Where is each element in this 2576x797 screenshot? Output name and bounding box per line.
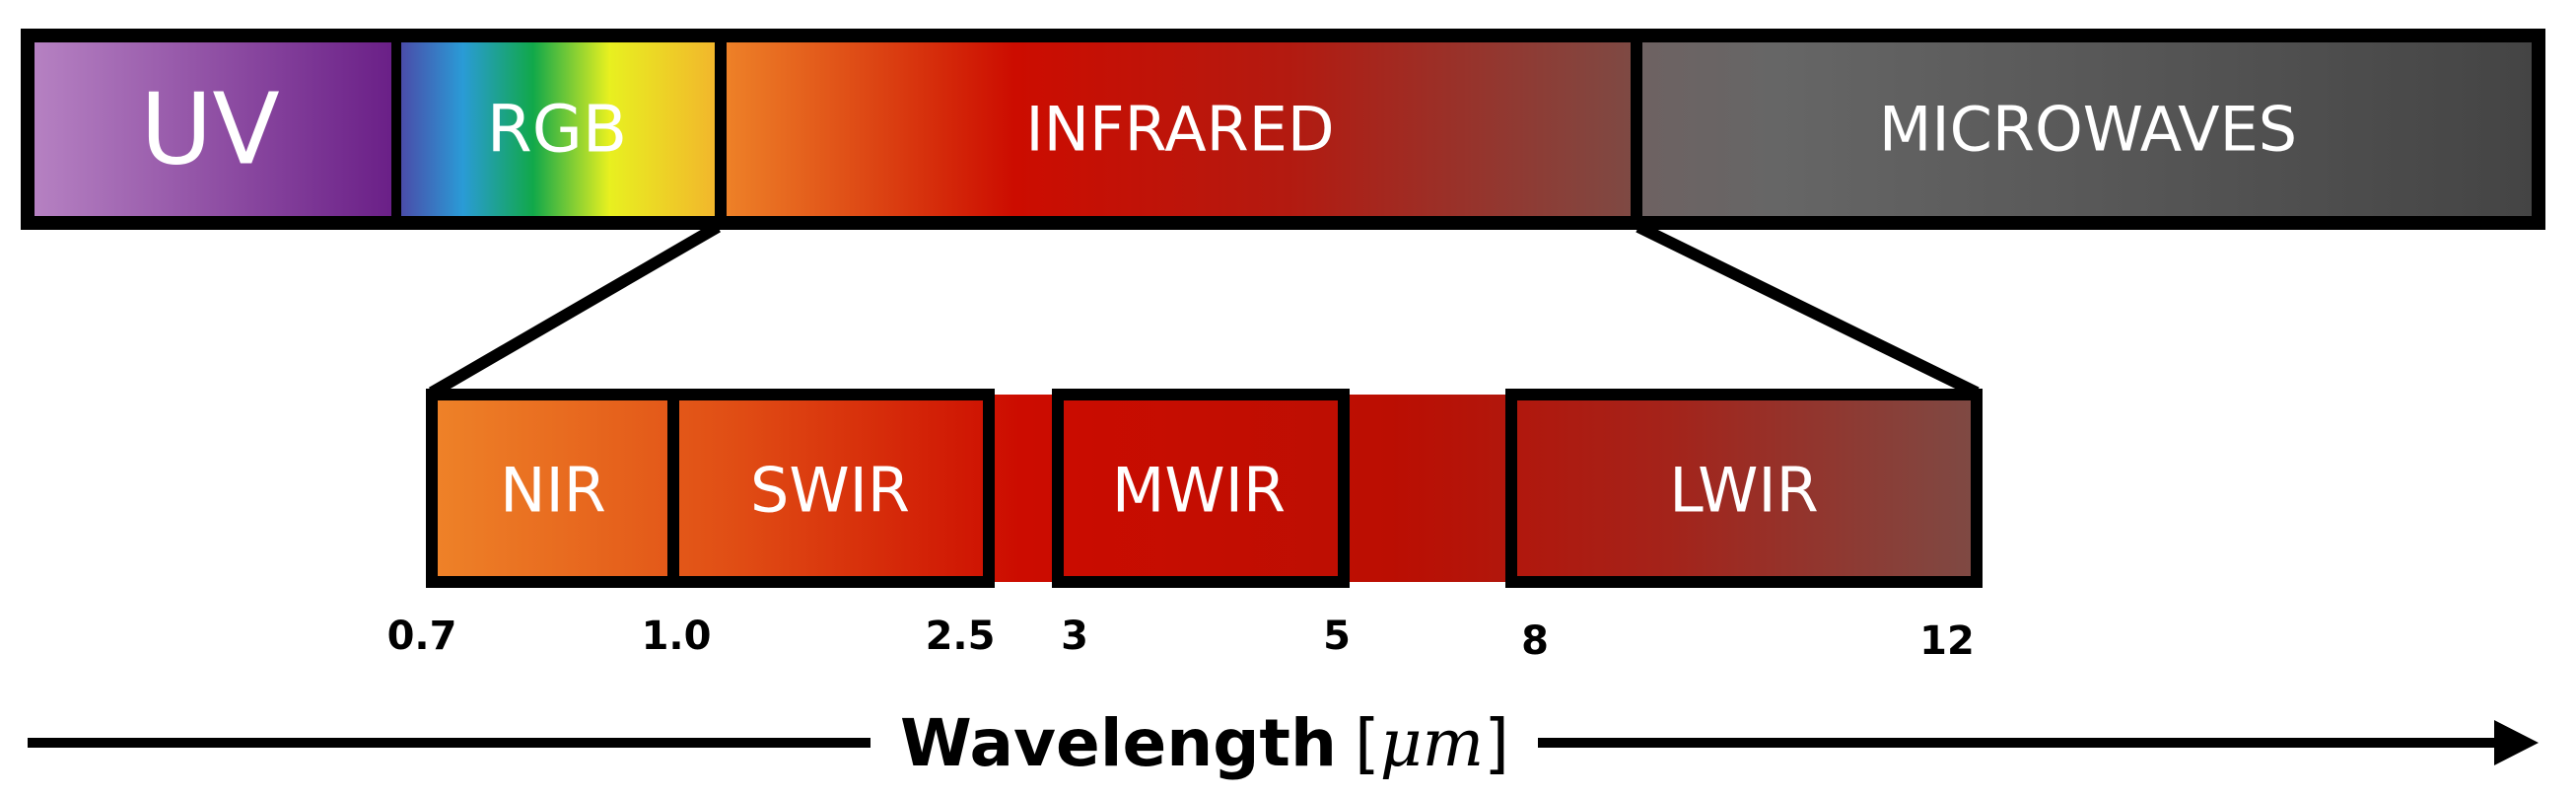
wavelength-ticks: 0.7 1.0 2.5 3 5 8 12: [387, 614, 1975, 664]
microwaves-band: [1639, 36, 2539, 223]
rgb-label: RGB: [487, 92, 627, 168]
tick-label: 1.0: [642, 614, 712, 659]
axis-bracket-close: ]: [1484, 705, 1509, 781]
nir-label: NIR: [500, 455, 606, 527]
spectrum-bar: UV RGB INFRARED MICROWAVES: [21, 29, 2545, 230]
tick-label: 3: [1061, 614, 1088, 659]
zoom-line-left: [428, 221, 722, 398]
zoom-line-right: [1636, 221, 1980, 398]
tick-label: 8: [1521, 618, 1549, 664]
wavelength-axis: Wavelength[μm]: [28, 705, 2539, 781]
axis-label-text: Wavelength: [900, 705, 1337, 781]
microwaves-label: MICROWAVES: [1879, 94, 2297, 166]
axis-arrowhead: [2494, 720, 2539, 765]
swir-box: [667, 389, 995, 588]
uv-band: [28, 36, 393, 223]
mwir-label: MWIR: [1112, 455, 1286, 527]
tick-label: 2.5: [926, 614, 996, 659]
tick-label: 12: [1919, 618, 1975, 664]
infrared-detail-fill: [432, 395, 1977, 582]
zoom-connector: [428, 221, 1980, 398]
lwir-box: [1505, 389, 1983, 588]
infrared-band: [724, 36, 1634, 223]
axis-bracket-open: [: [1355, 705, 1380, 781]
tick-label: 5: [1323, 614, 1351, 659]
mwir-box: [1052, 389, 1350, 588]
lwir-label: LWIR: [1669, 455, 1819, 527]
axis-label: Wavelength[μm]: [900, 705, 1509, 781]
tick-label: 0.7: [387, 614, 457, 659]
axis-unit: μm: [1380, 705, 1484, 781]
spectrum-bar-outline: [21, 29, 2545, 230]
swir-label: SWIR: [750, 455, 910, 527]
rgb-band: [399, 36, 718, 223]
infrared-detail-bar: NIR SWIR MWIR LWIR: [426, 389, 1983, 588]
infrared-label: INFRARED: [1025, 94, 1334, 166]
uv-label: UV: [140, 72, 280, 187]
